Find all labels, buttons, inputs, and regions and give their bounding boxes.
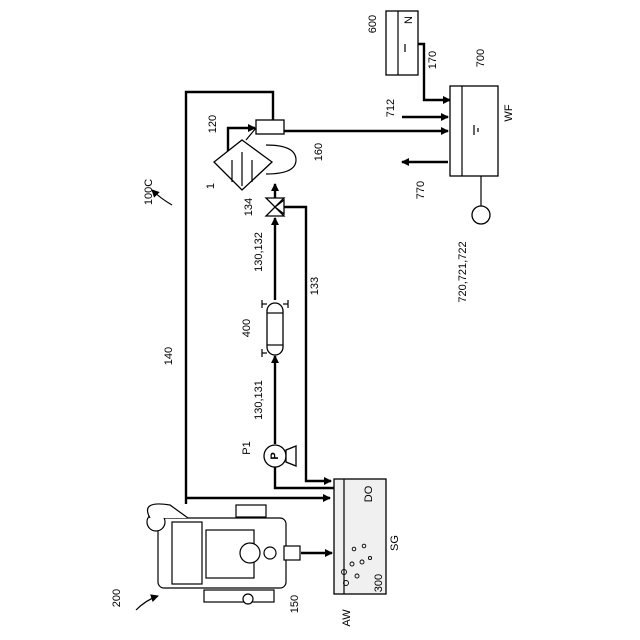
label-pipe-140: 140 xyxy=(163,347,175,365)
label-tank-700-content: WF xyxy=(503,104,515,121)
engine-200 xyxy=(147,504,300,604)
label-filter-400: 400 xyxy=(241,319,253,337)
label-tank-do-content: DO xyxy=(363,485,375,502)
label-pipe-133: 133 xyxy=(309,277,321,295)
pipe-130-131 xyxy=(275,466,334,488)
label-sludge: SG xyxy=(389,535,401,551)
reactor-1 xyxy=(214,120,296,190)
pump-p1[interactable]: P xyxy=(264,445,296,467)
pump-glyph: P xyxy=(269,452,281,459)
sensor-720 xyxy=(472,206,490,224)
label-bubbles-300: 300 xyxy=(373,574,385,592)
pipe-133 xyxy=(284,207,331,481)
label-reactor: 1 xyxy=(205,183,217,189)
tank-700 xyxy=(450,86,498,176)
label-line-770: 770 xyxy=(415,181,427,199)
label-tank-600: 600 xyxy=(367,15,379,33)
label-engine: 200 xyxy=(111,589,123,607)
label-pipe-150: 150 xyxy=(289,595,301,613)
label-pipe-170: 170 xyxy=(427,51,439,69)
label-tank-600-content: N xyxy=(403,16,415,24)
label-pipe-130-132: 130,132 xyxy=(253,232,265,272)
label-pipe-120: 120 xyxy=(207,115,219,133)
label-pipe-160: 160 xyxy=(313,143,325,161)
pointer-100c xyxy=(152,190,172,205)
label-air-water: AW xyxy=(341,609,353,627)
label-pump: P1 xyxy=(241,441,253,454)
label-pipe-130-131: 130,131 xyxy=(253,380,265,420)
label-valve-134: 134 xyxy=(243,198,255,216)
pointer-200 xyxy=(136,596,158,610)
filter-400 xyxy=(262,300,288,357)
valve-134[interactable] xyxy=(266,198,284,216)
label-tank-700: 700 xyxy=(475,49,487,67)
label-line-712: 712 xyxy=(385,99,397,117)
label-sensor: 720,721,722 xyxy=(457,241,469,302)
label-system: 100C xyxy=(143,179,155,205)
